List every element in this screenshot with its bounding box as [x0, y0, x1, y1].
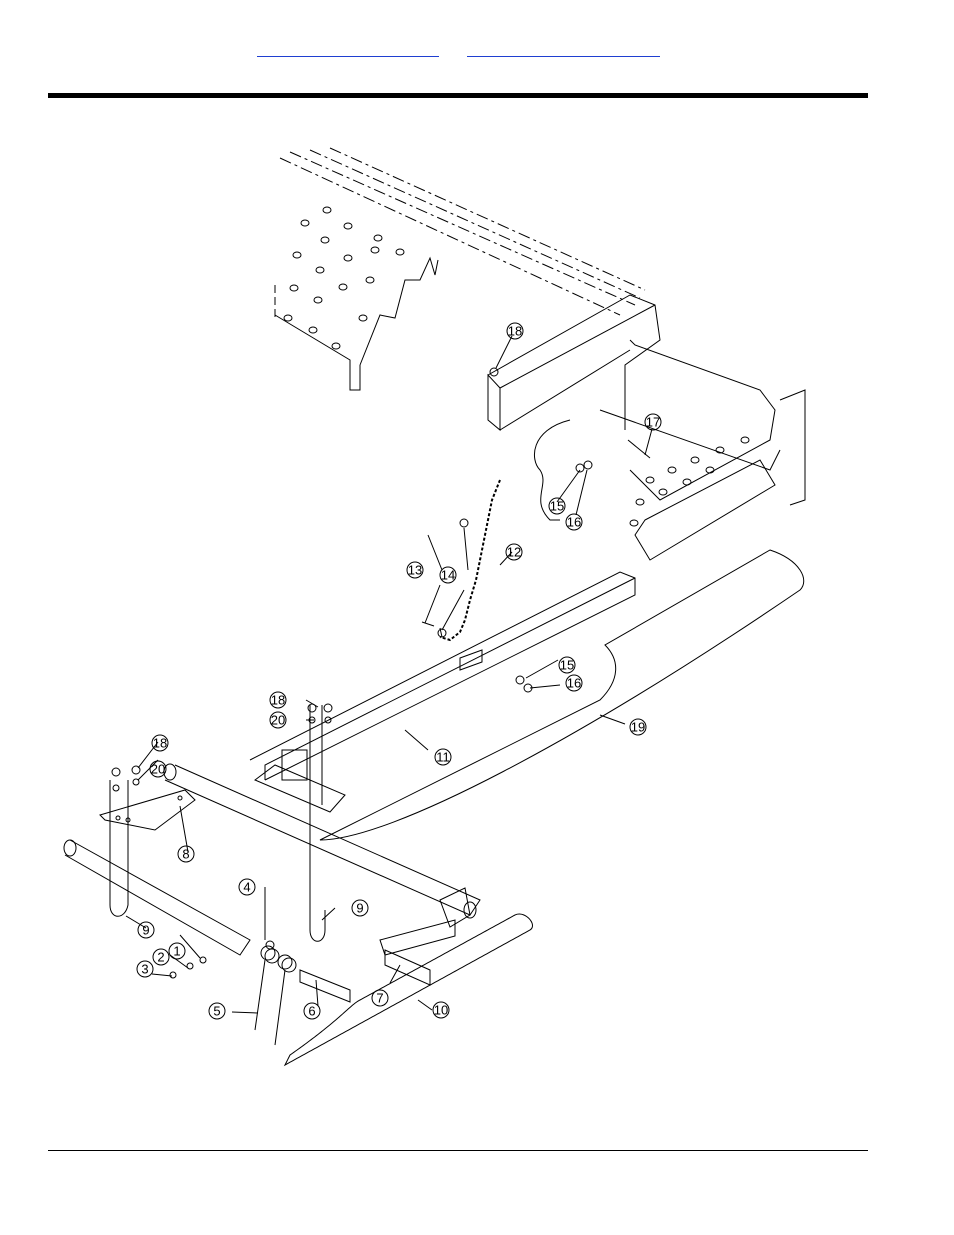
callout-label-18c: 18 [153, 736, 167, 751]
callout-label-19: 19 [631, 720, 645, 735]
callout-label-1: 1 [173, 944, 180, 959]
callout-label-9a: 9 [142, 923, 149, 938]
callout-label-7: 7 [376, 991, 383, 1006]
footer-rule [48, 1150, 868, 1151]
callout-label-4: 4 [243, 880, 250, 895]
callout-label-5: 5 [213, 1004, 220, 1019]
callout-label-9b: 9 [356, 901, 363, 916]
callout-label-15a: 15 [550, 499, 564, 514]
callout-label-14: 14 [441, 568, 455, 583]
callout-label-17: 17 [646, 415, 660, 430]
part-9a-ubolt [110, 780, 128, 916]
callout-label-3: 3 [141, 962, 148, 977]
callout-label-10: 10 [434, 1003, 448, 1018]
callout-label-18b: 18 [271, 693, 285, 708]
callout-label-20b: 20 [151, 762, 165, 777]
callout-label-12: 12 [507, 545, 521, 560]
callout-label-20a: 20 [271, 713, 285, 728]
callout-label-2: 2 [157, 950, 164, 965]
mount-plate [255, 705, 345, 941]
part-12-chain [440, 480, 500, 640]
part-19-outline [320, 550, 804, 840]
callout-labels: 1 2 3 4 5 6 7 8 9 9 10 11 12 13 14 15 15… [141, 324, 660, 1019]
parts-diagram: 1 2 3 4 5 6 7 8 9 9 10 11 12 13 14 15 15… [60, 140, 820, 1080]
header-link-left[interactable] [257, 44, 439, 57]
header-link-right[interactable] [467, 44, 660, 57]
callouts [137, 323, 661, 1019]
lower-rod [64, 840, 250, 955]
callout-label-18a: 18 [508, 324, 522, 339]
part-10-outline [285, 914, 532, 1065]
callout-label-15b: 15 [560, 658, 574, 673]
callout-label-8: 8 [182, 847, 189, 862]
part-6-sleeve [300, 970, 350, 1002]
callout-label-16b: 16 [567, 676, 581, 691]
callout-label-6: 6 [308, 1004, 315, 1019]
callout-label-13: 13 [408, 563, 422, 578]
header-rule [48, 93, 868, 98]
callout-label-11: 11 [436, 750, 450, 765]
callout-label-16a: 16 [567, 515, 581, 530]
part-5-spring [255, 946, 296, 1045]
leader-lines [126, 336, 652, 1013]
upper-deck-panel [275, 148, 645, 390]
